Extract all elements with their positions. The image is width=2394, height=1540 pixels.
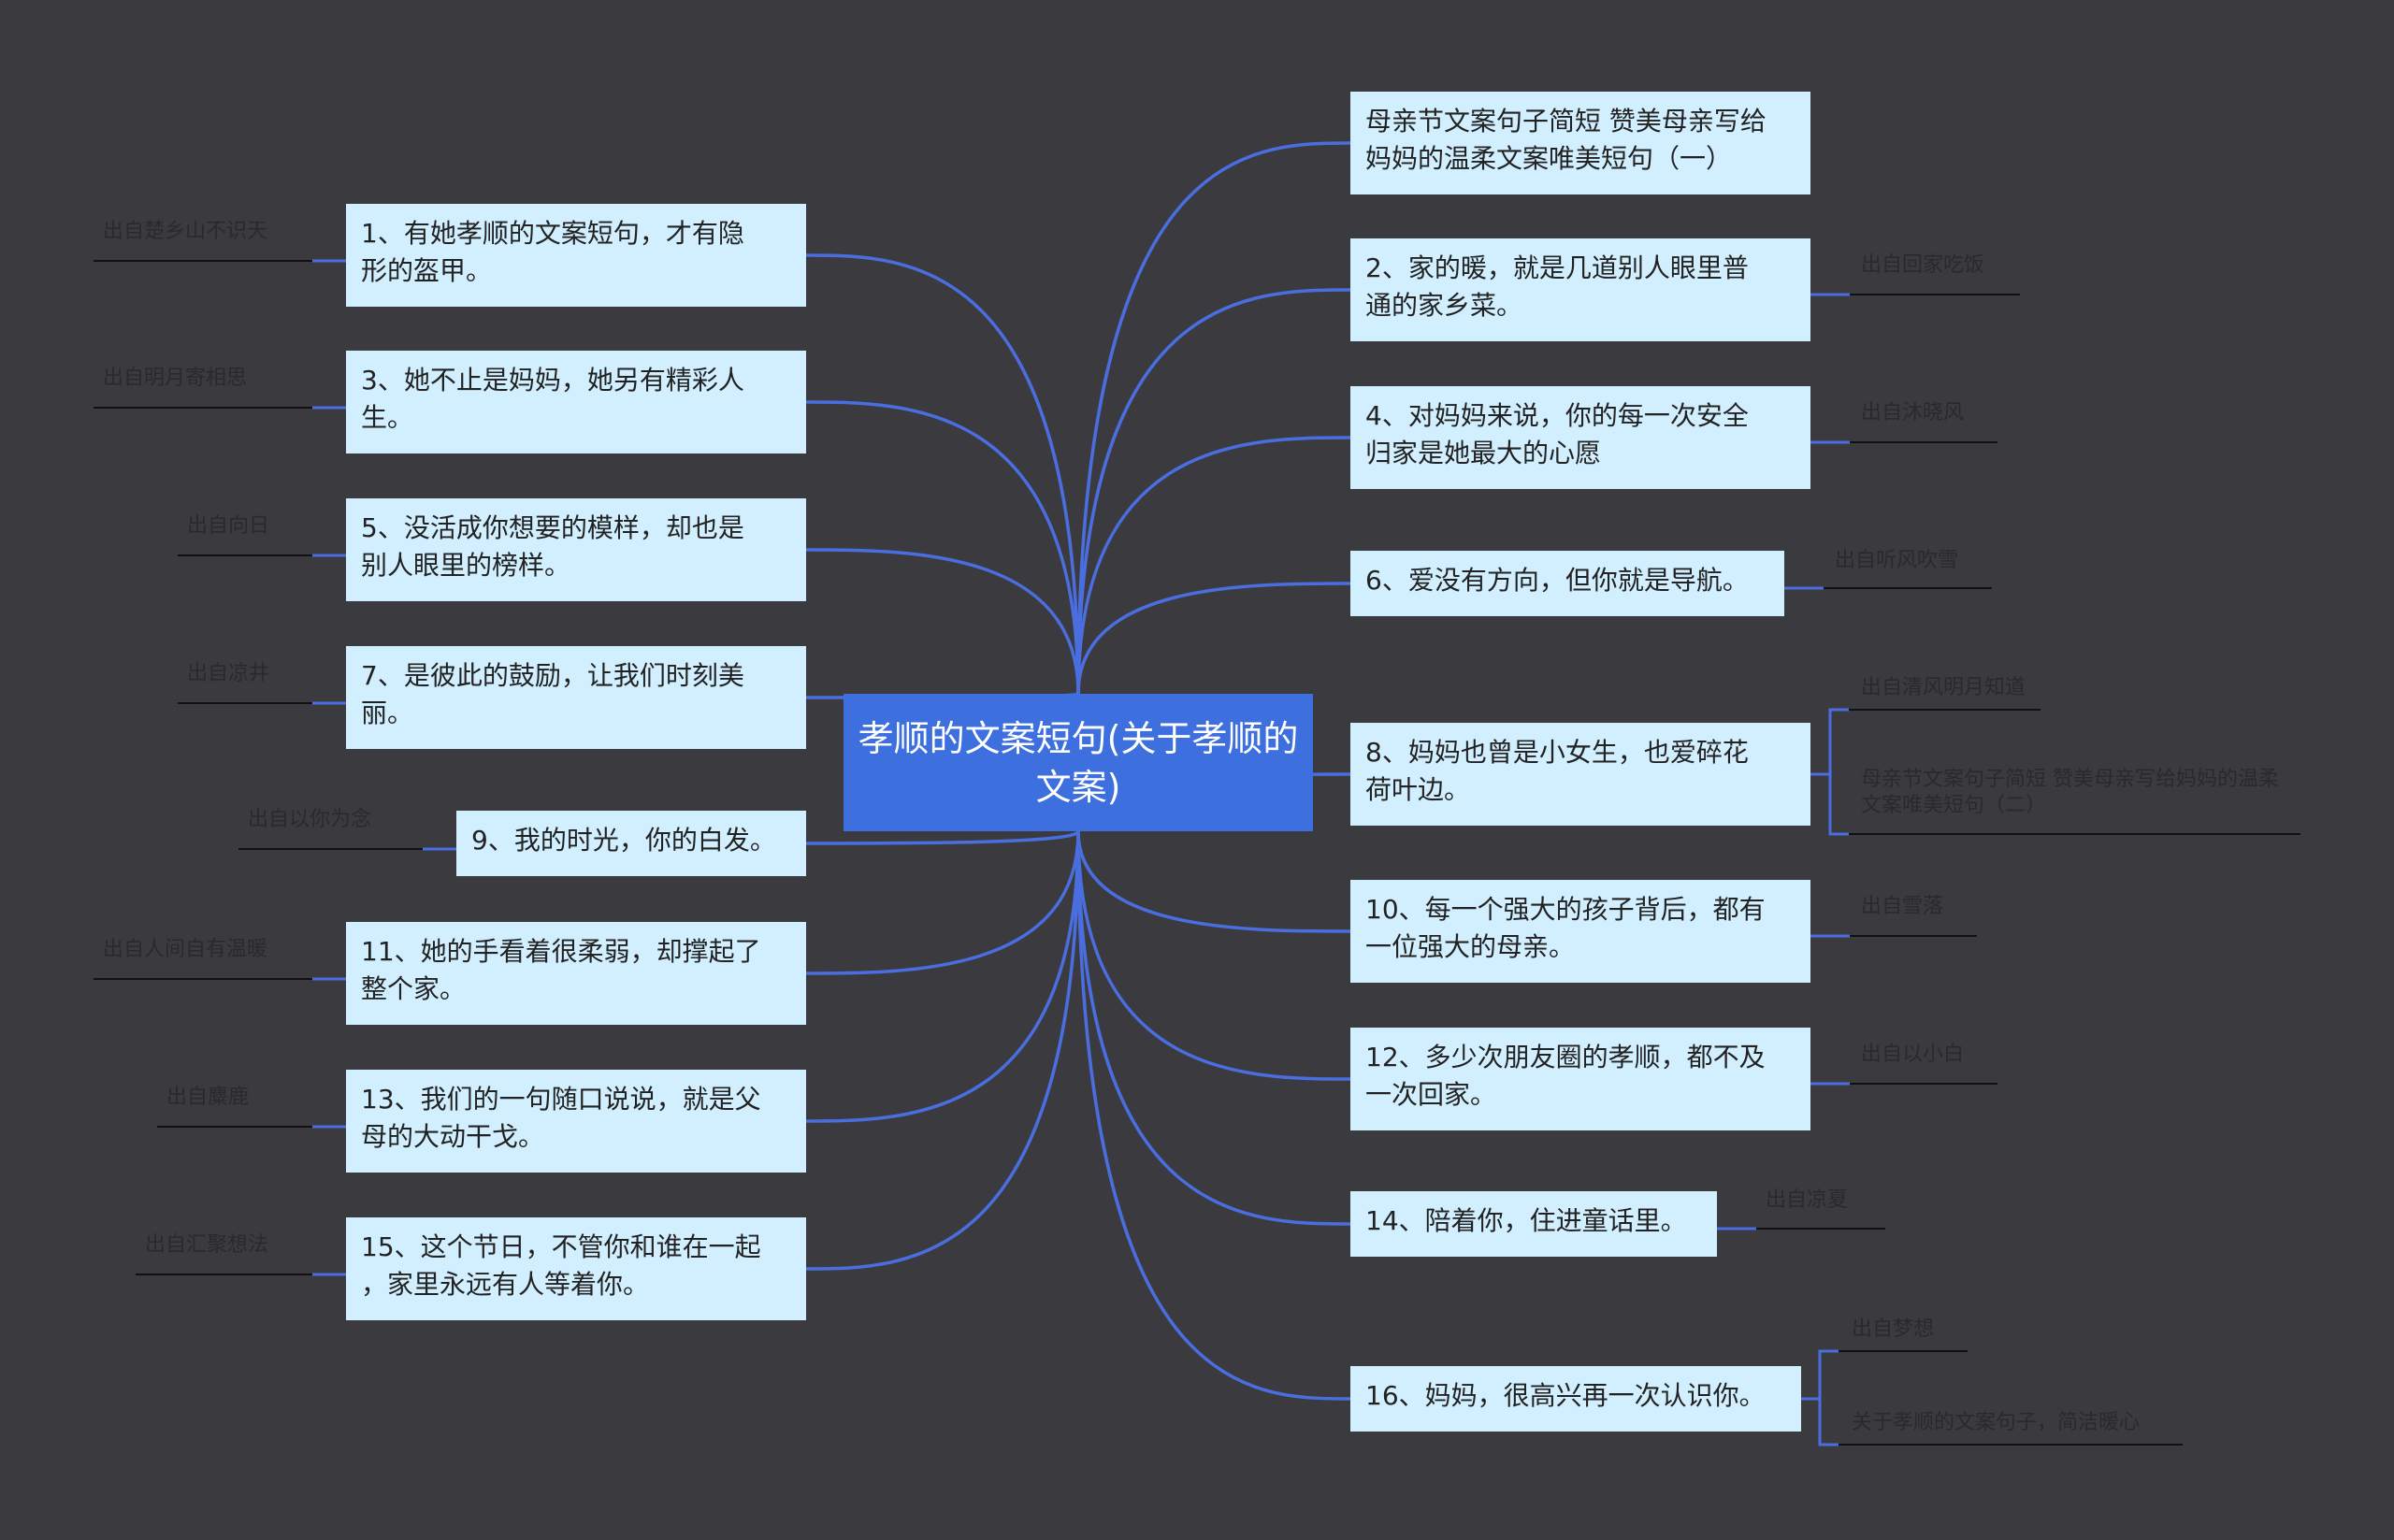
branch-line <box>805 830 1080 975</box>
branch-line <box>1076 582 1351 695</box>
source-caption: 出自雪落 <box>1861 895 1944 918</box>
branch-line <box>805 253 1080 695</box>
topic-node-4[interactable]: 4、对妈妈来说，你的每一次安全 归家是她最大的心愿 <box>1350 386 1810 489</box>
topic-node-6[interactable]: 6、爱没有方向，但你就是导航。 <box>1350 551 1784 616</box>
topic-line: 形的盔甲。 <box>361 255 493 286</box>
source-caption: 出自以小白 <box>1861 1043 1965 1066</box>
topic-line: 整个家。 <box>361 973 467 1004</box>
topic-node-8[interactable]: 8、妈妈也曾是小女生，也爱碎花 荷叶边。 <box>1350 723 1810 826</box>
topic-line: 生。 <box>361 402 414 433</box>
topic-line: 6、爱没有方向，但你就是导航。 <box>1365 565 1749 596</box>
branch-line <box>805 548 1080 695</box>
source-caption: 出自梦想 <box>1852 1317 1935 1341</box>
topic-line: 13、我们的一句随口说说，就是父 <box>361 1084 761 1115</box>
topic-line: 3、她不止是妈妈，她另有精彩人 <box>361 365 744 396</box>
topic-line: 12、多少次朋友圈的孝顺，都不及 <box>1365 1042 1766 1072</box>
topic-line: 归家是她最大的心愿 <box>1365 438 1602 468</box>
branch-line <box>1076 830 1351 1226</box>
source-caption: 出自汇聚想法 <box>145 1233 269 1257</box>
topic-line: 2、家的暖，就是几道别人眼里普 <box>1365 252 1749 283</box>
topic-node-2[interactable]: 2、家的暖，就是几道别人眼里普 通的家乡菜。 <box>1350 238 1810 341</box>
source-caption: 出自以你为念 <box>248 808 372 831</box>
branch-line <box>805 829 1080 845</box>
branch-line <box>1076 141 1351 695</box>
source-caption: 出自凉夏 <box>1766 1188 1849 1212</box>
branch-line <box>805 830 1080 1271</box>
topic-node-16[interactable]: 16、妈妈，很高兴再一次认识你。 <box>1350 1366 1801 1432</box>
branch-line <box>1076 830 1351 1401</box>
source-caption: 出自麋鹿 <box>166 1086 250 1109</box>
topic-node-7[interactable]: 7、是彼此的鼓励，让我们时刻美 丽。 <box>346 646 806 749</box>
source-caption: 出自凉井 <box>187 662 270 685</box>
topic-node-0[interactable]: 母亲节文案句子简短 赞美母亲写给 妈妈的温柔文案唯美短句（一） <box>1350 92 1810 194</box>
topic-node-10[interactable]: 10、每一个强大的孩子背后，都有 一位强大的母亲。 <box>1350 880 1810 983</box>
topic-line: 1、有她孝顺的文案短句，才有隐 <box>361 218 744 249</box>
branch-line <box>1076 830 1351 1081</box>
topic-node-13[interactable]: 13、我们的一句随口说说，就是父 母的大动干戈。 <box>346 1070 806 1173</box>
source-caption: 出自沐晓风 <box>1861 401 1965 425</box>
topic-line: 10、每一个强大的孩子背后，都有 <box>1365 894 1766 925</box>
topic-line: 7、是彼此的鼓励，让我们时刻美 <box>361 660 744 691</box>
bracket <box>1818 1349 1839 1446</box>
topic-line: 4、对妈妈来说，你的每一次安全 <box>1365 400 1749 431</box>
topic-node-11[interactable]: 11、她的手看着很柔弱，却撑起了 整个家。 <box>346 922 806 1025</box>
source-caption: 母亲节文案句子简短 赞美母亲写给妈妈的温柔文案唯美短句（二） <box>1861 768 2279 817</box>
source-caption: 出自回家吃饭 <box>1861 253 1985 277</box>
branch-line <box>1076 436 1351 695</box>
topic-line: 丽。 <box>361 698 414 728</box>
topic-line: 妈妈的温柔文案唯美短句（一） <box>1365 143 1733 174</box>
branch-line <box>805 830 1080 1123</box>
source-caption: 出自听风吹雪 <box>1835 549 1959 572</box>
topic-node-14[interactable]: 14、陪着你，住进童话里。 <box>1350 1191 1717 1257</box>
topic-line: 母的大动干戈。 <box>361 1121 545 1152</box>
bracket <box>1828 708 1849 836</box>
topic-line: 5、没活成你想要的模样，却也是 <box>361 512 744 543</box>
topic-line: 14、陪着你，住进童话里。 <box>1365 1205 1687 1236</box>
topic-line: ，家里永远有人等着你。 <box>361 1269 650 1300</box>
topic-node-12[interactable]: 12、多少次朋友圈的孝顺，都不及 一次回家。 <box>1350 1028 1810 1130</box>
branch-line <box>805 400 1080 695</box>
topic-line: 一位强大的母亲。 <box>1365 931 1576 962</box>
topic-line: 母亲节文案句子简短 赞美母亲写给 <box>1365 106 1767 137</box>
central-topic[interactable]: 孝顺的文案短句(关于孝顺的文案) <box>844 694 1313 831</box>
topic-node-15[interactable]: 15、这个节日，不管你和谁在一起 ，家里永远有人等着你。 <box>346 1217 806 1320</box>
source-caption: 出自明月寄相思 <box>103 367 248 390</box>
topic-node-5[interactable]: 5、没活成你想要的模样，却也是 别人眼里的榜样。 <box>346 498 806 601</box>
topic-line: 9、我的时光，你的白发。 <box>471 825 776 856</box>
source-caption: 关于孝顺的文案句子，简洁暖心 <box>1852 1411 2141 1434</box>
topic-line: 11、她的手看着很柔弱，却撑起了 <box>361 936 761 967</box>
branch-line <box>1076 288 1351 695</box>
topic-line: 一次回家。 <box>1365 1079 1497 1110</box>
source-caption: 出自清风明月知道 <box>1861 676 2026 699</box>
topic-line: 8、妈妈也曾是小女生，也爱碎花 <box>1365 737 1749 768</box>
topic-line: 荷叶边。 <box>1365 774 1471 805</box>
topic-line: 16、妈妈，很高兴再一次认识你。 <box>1365 1380 1766 1411</box>
topic-line: 15、这个节日，不管你和谁在一起 <box>361 1231 761 1262</box>
central-topic-label: 孝顺的文案短句(关于孝顺的文案) <box>858 717 1299 808</box>
topic-node-1[interactable]: 1、有她孝顺的文案短句，才有隐 形的盔甲。 <box>346 204 806 307</box>
topic-line: 通的家乡菜。 <box>1365 290 1523 321</box>
source-caption: 出自楚乡山不识天 <box>103 220 268 243</box>
branch-line <box>1076 830 1351 933</box>
topic-line: 别人眼里的榜样。 <box>361 550 571 581</box>
topic-node-3[interactable]: 3、她不止是妈妈，她另有精彩人 生。 <box>346 351 806 453</box>
source-caption: 出自人间自有温暖 <box>103 938 268 961</box>
topic-node-9[interactable]: 9、我的时光，你的白发。 <box>456 811 806 876</box>
source-caption: 出自向日 <box>187 514 270 538</box>
